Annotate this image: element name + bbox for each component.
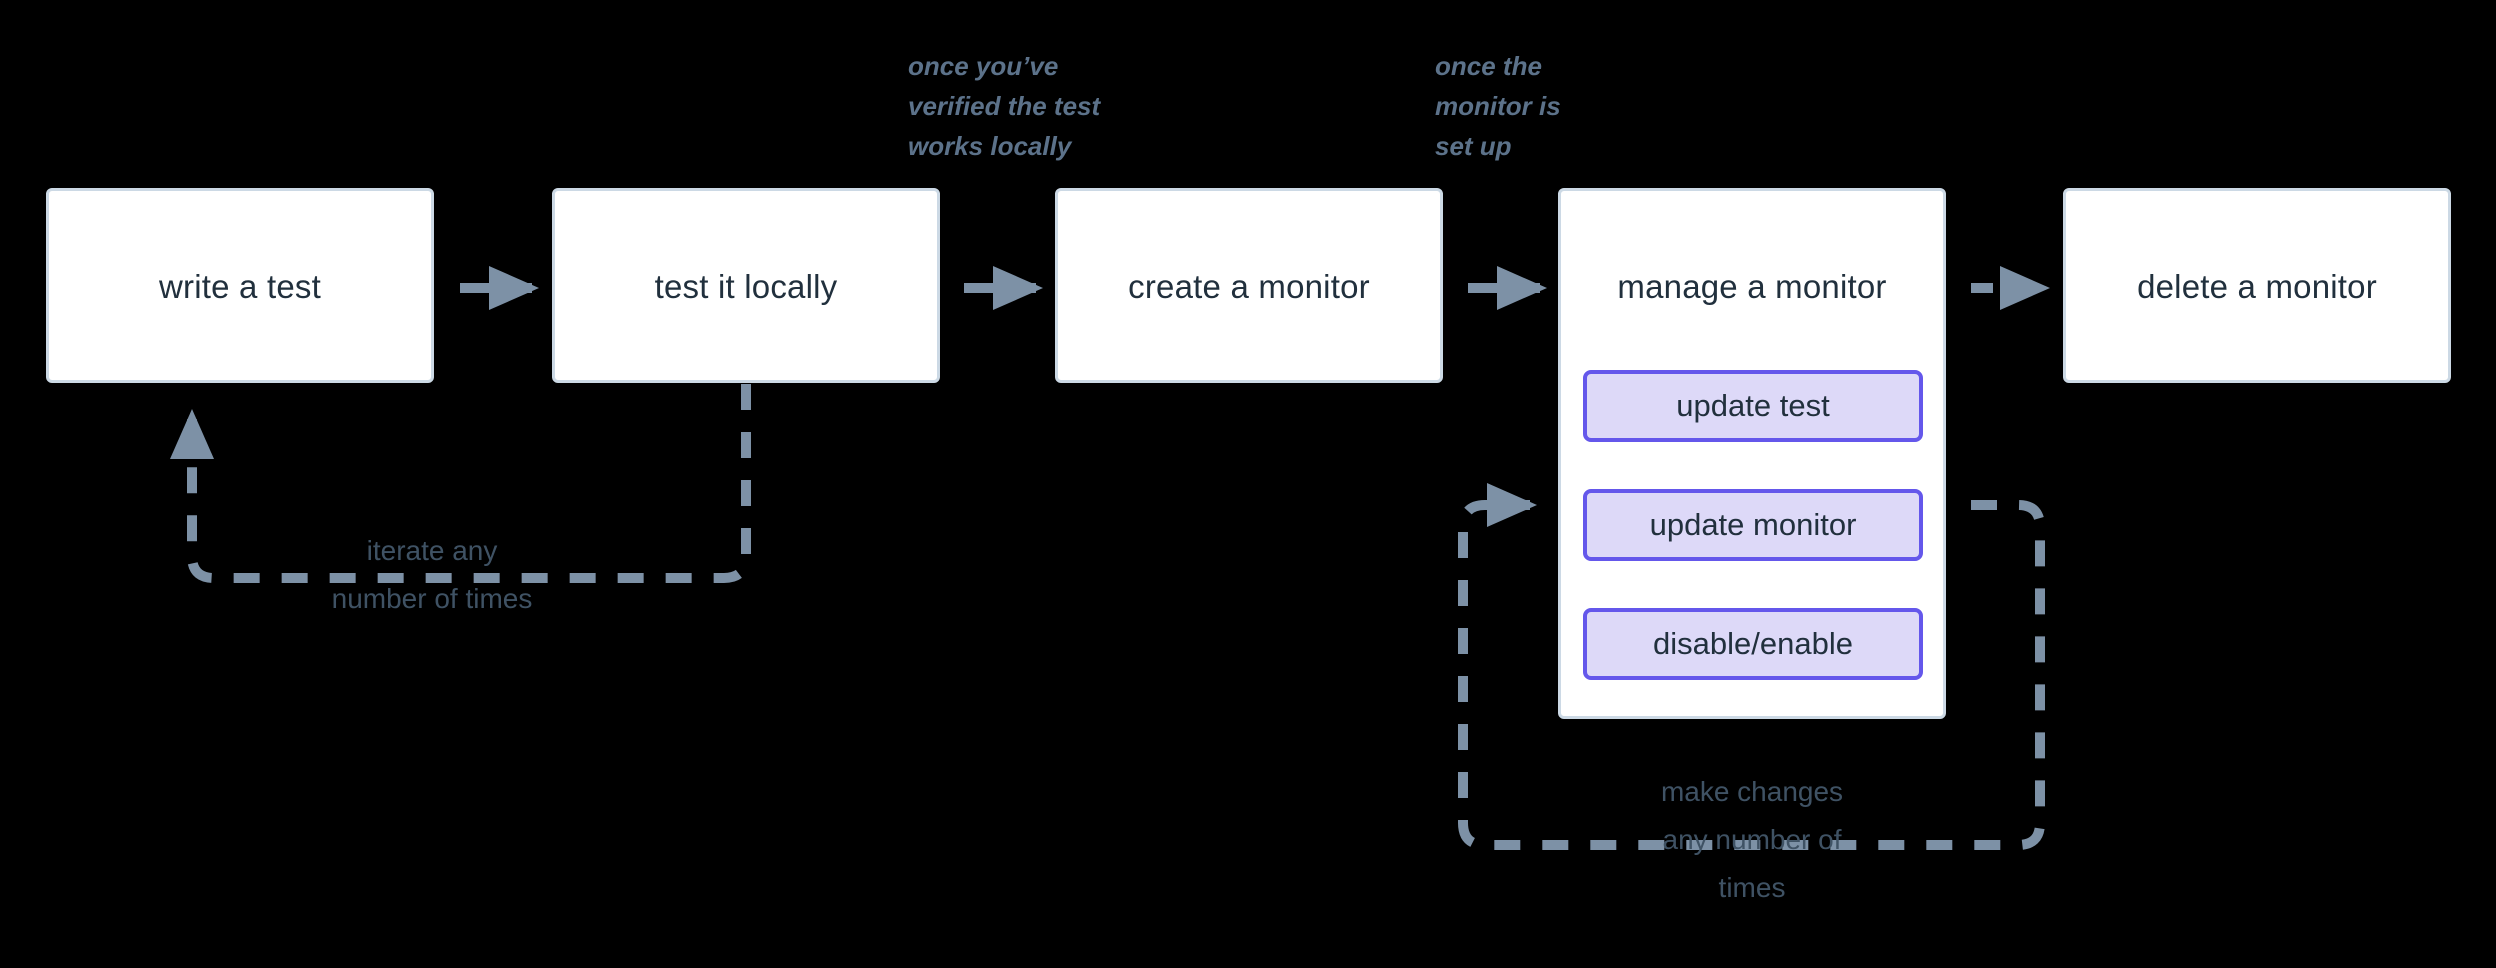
subnode-update-test[interactable]: update test bbox=[1583, 370, 1923, 442]
node-delete-a-monitor-label: delete a monitor bbox=[2137, 268, 2377, 305]
node-delete-a-monitor[interactable]: delete a monitor bbox=[2063, 188, 2451, 383]
loop-note-iterate: iterate any number of times bbox=[331, 535, 533, 614]
edge-note-monitor-set-up: once the monitor is set up bbox=[1435, 51, 1561, 161]
node-write-a-test-label: write a test bbox=[159, 268, 321, 305]
node-test-it-locally-label: test it locally bbox=[654, 268, 838, 305]
node-manage-a-monitor-label: manage a monitor bbox=[1617, 268, 1887, 305]
subnode-update-monitor[interactable]: update monitor bbox=[1583, 489, 1923, 561]
loop-note-make-changes: make changes any number of times bbox=[1660, 776, 1844, 903]
edge-note-verified-locally: once you’ve verified the test works loca… bbox=[908, 51, 1101, 161]
subnode-update-test-label: update test bbox=[1676, 388, 1830, 423]
node-test-it-locally[interactable]: test it locally bbox=[552, 188, 940, 383]
subnode-disable-enable-label: disable/enable bbox=[1653, 626, 1853, 661]
node-create-a-monitor-label: create a monitor bbox=[1128, 268, 1370, 305]
node-create-a-monitor[interactable]: create a monitor bbox=[1055, 188, 1443, 383]
node-write-a-test[interactable]: write a test bbox=[46, 188, 434, 383]
subnode-update-monitor-label: update monitor bbox=[1649, 507, 1857, 542]
subnode-disable-enable[interactable]: disable/enable bbox=[1583, 608, 1923, 680]
